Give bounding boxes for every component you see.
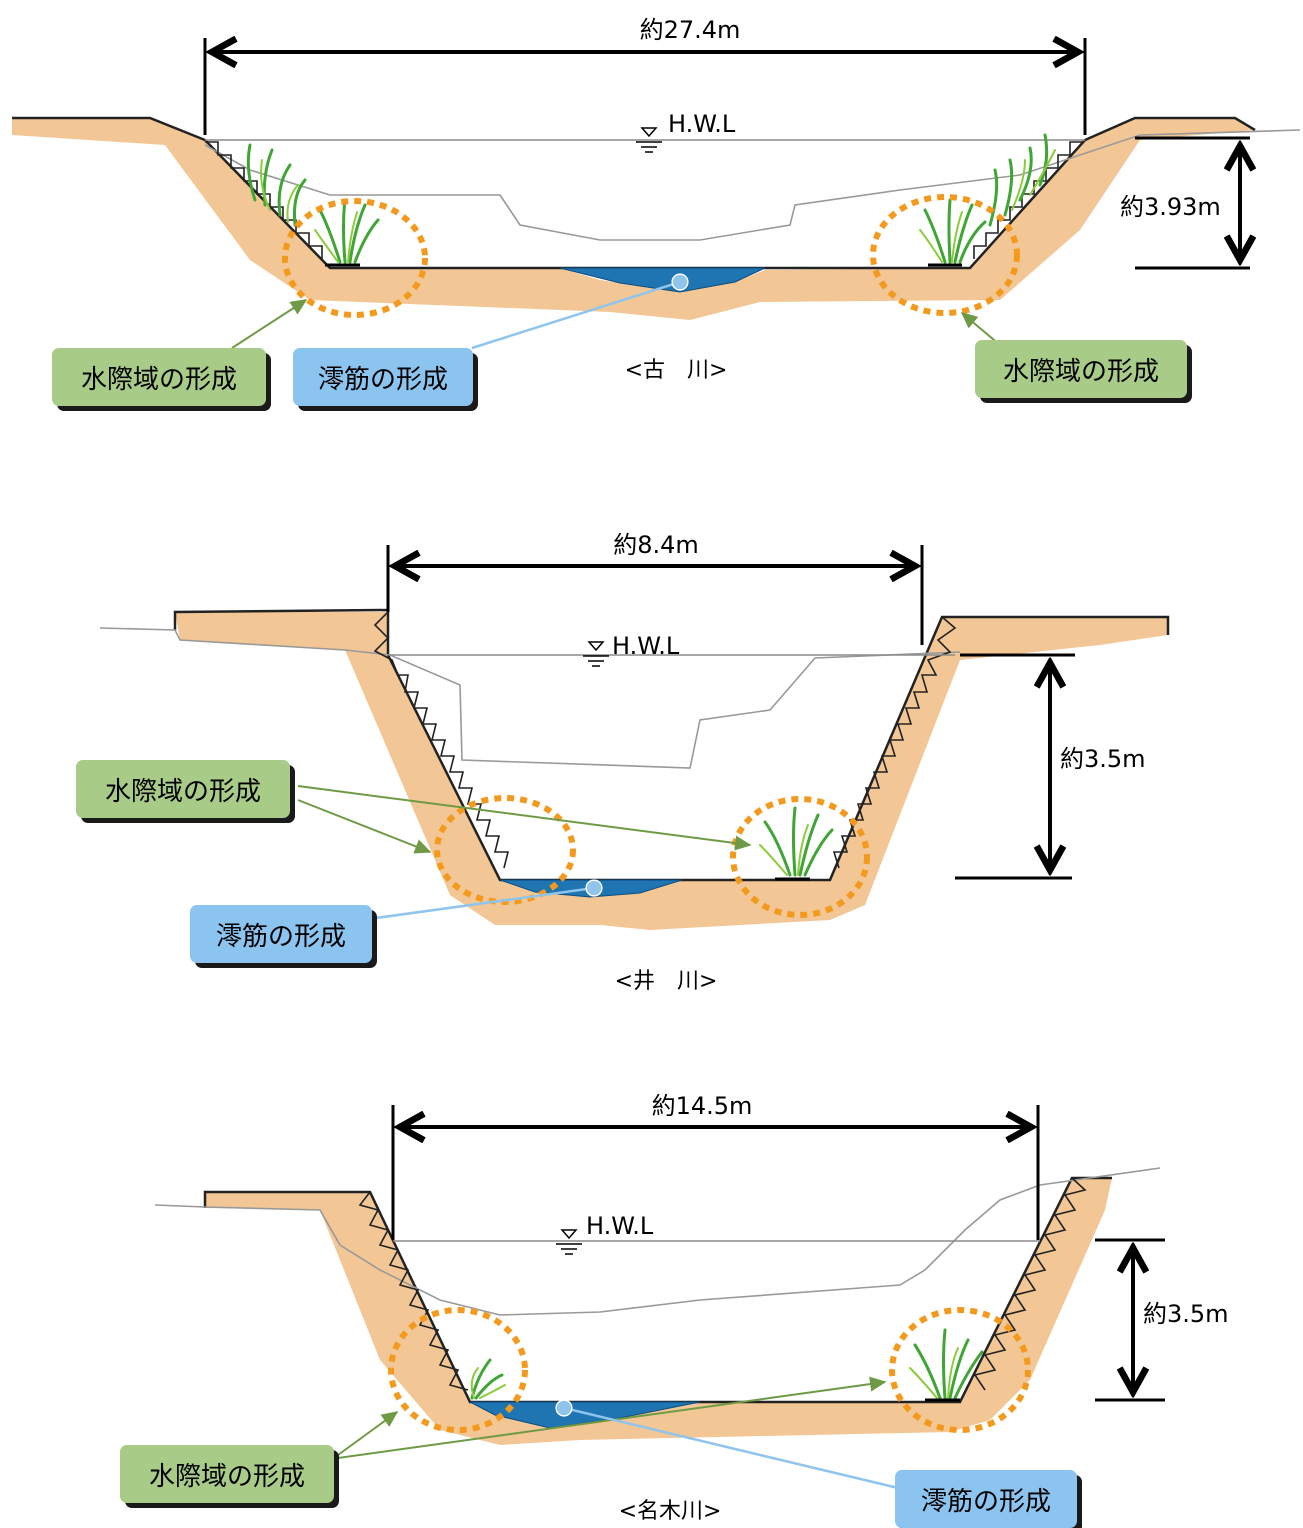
section-nagigawa: H.W.L 約14.5m 約3.5m <名木川> bbox=[154, 1092, 1229, 1524]
ground-body bbox=[205, 1178, 1112, 1445]
revetment-right bbox=[973, 1177, 1087, 1391]
waterside-circle-right bbox=[889, 1307, 1031, 1433]
original-section-line bbox=[154, 1167, 1161, 1316]
section-ikawa: H.W.L 約8.4m 約3.5m <井 川> bbox=[99, 531, 1170, 994]
revetment-left bbox=[358, 1191, 469, 1391]
vegetation-left-icon bbox=[470, 1358, 506, 1400]
vegetation-right-icon bbox=[759, 806, 834, 881]
channel-label: 澪筋の形成 bbox=[895, 1470, 1077, 1528]
hwl-symbol-icon bbox=[636, 127, 662, 153]
vegetation-left-icon bbox=[314, 198, 380, 267]
pointer-channel bbox=[555, 1399, 899, 1490]
caption: <井 川> bbox=[615, 969, 718, 994]
original-section-line bbox=[99, 627, 961, 769]
width-label: 約27.4m bbox=[640, 16, 741, 44]
revetment-left bbox=[373, 611, 510, 869]
revetment-left bbox=[205, 141, 323, 259]
pointer-waterside-right bbox=[960, 312, 1001, 346]
waterside-circle-right bbox=[870, 194, 1020, 316]
waterside-label-left: 水際域の形成 bbox=[52, 348, 266, 406]
pointer-waterside-left bbox=[231, 299, 308, 349]
waterside-label: 水際域の形成 bbox=[76, 760, 290, 818]
caption: <名木川> bbox=[619, 1499, 722, 1524]
waterside-circle-left bbox=[388, 1307, 528, 1433]
section-furukawa: H.W.L 約27.4m 約3.93m bbox=[12, 16, 1301, 383]
waterside-circle-left bbox=[282, 198, 428, 318]
hwl-symbol-icon bbox=[583, 641, 609, 667]
pointer-waterside-left bbox=[337, 1411, 399, 1456]
waterside-label-right: 水際域の形成 bbox=[975, 340, 1187, 398]
vegetation-right-icon bbox=[909, 1328, 984, 1402]
channel-label: 澪筋の形成 bbox=[190, 905, 372, 963]
waterside-circle-right bbox=[730, 796, 870, 918]
vegetation-slope-left-icon bbox=[246, 143, 307, 227]
pointer-waterside-left bbox=[297, 799, 432, 854]
vegetation-right-icon bbox=[919, 198, 987, 267]
hwl-symbol-icon bbox=[556, 1229, 582, 1255]
vegetation-slope-right-icon bbox=[988, 133, 1056, 227]
ground-surface-line bbox=[12, 116, 1256, 270]
ground-body bbox=[12, 118, 1255, 320]
original-section-line bbox=[204, 129, 1301, 241]
hwl-label: H.W.L bbox=[612, 632, 680, 660]
pointer-channel bbox=[471, 273, 689, 350]
height-label: 約3.93m bbox=[1120, 193, 1221, 221]
height-label: 約3.5m bbox=[1060, 745, 1146, 773]
waterside-circle-left bbox=[434, 795, 576, 905]
height-label: 約3.5m bbox=[1143, 1300, 1229, 1328]
hwl-label: H.W.L bbox=[668, 110, 736, 138]
width-label: 約14.5m bbox=[652, 1092, 753, 1120]
channel-label: 澪筋の形成 bbox=[293, 348, 473, 406]
waterside-label: 水際域の形成 bbox=[120, 1445, 334, 1503]
low-flow-channel bbox=[559, 267, 766, 293]
width-label: 約8.4m bbox=[613, 531, 699, 559]
pointer-channel bbox=[375, 879, 603, 920]
caption: <古 川> bbox=[625, 358, 728, 383]
hwl-label: H.W.L bbox=[586, 1212, 654, 1240]
pointer-waterside-right bbox=[297, 785, 752, 851]
